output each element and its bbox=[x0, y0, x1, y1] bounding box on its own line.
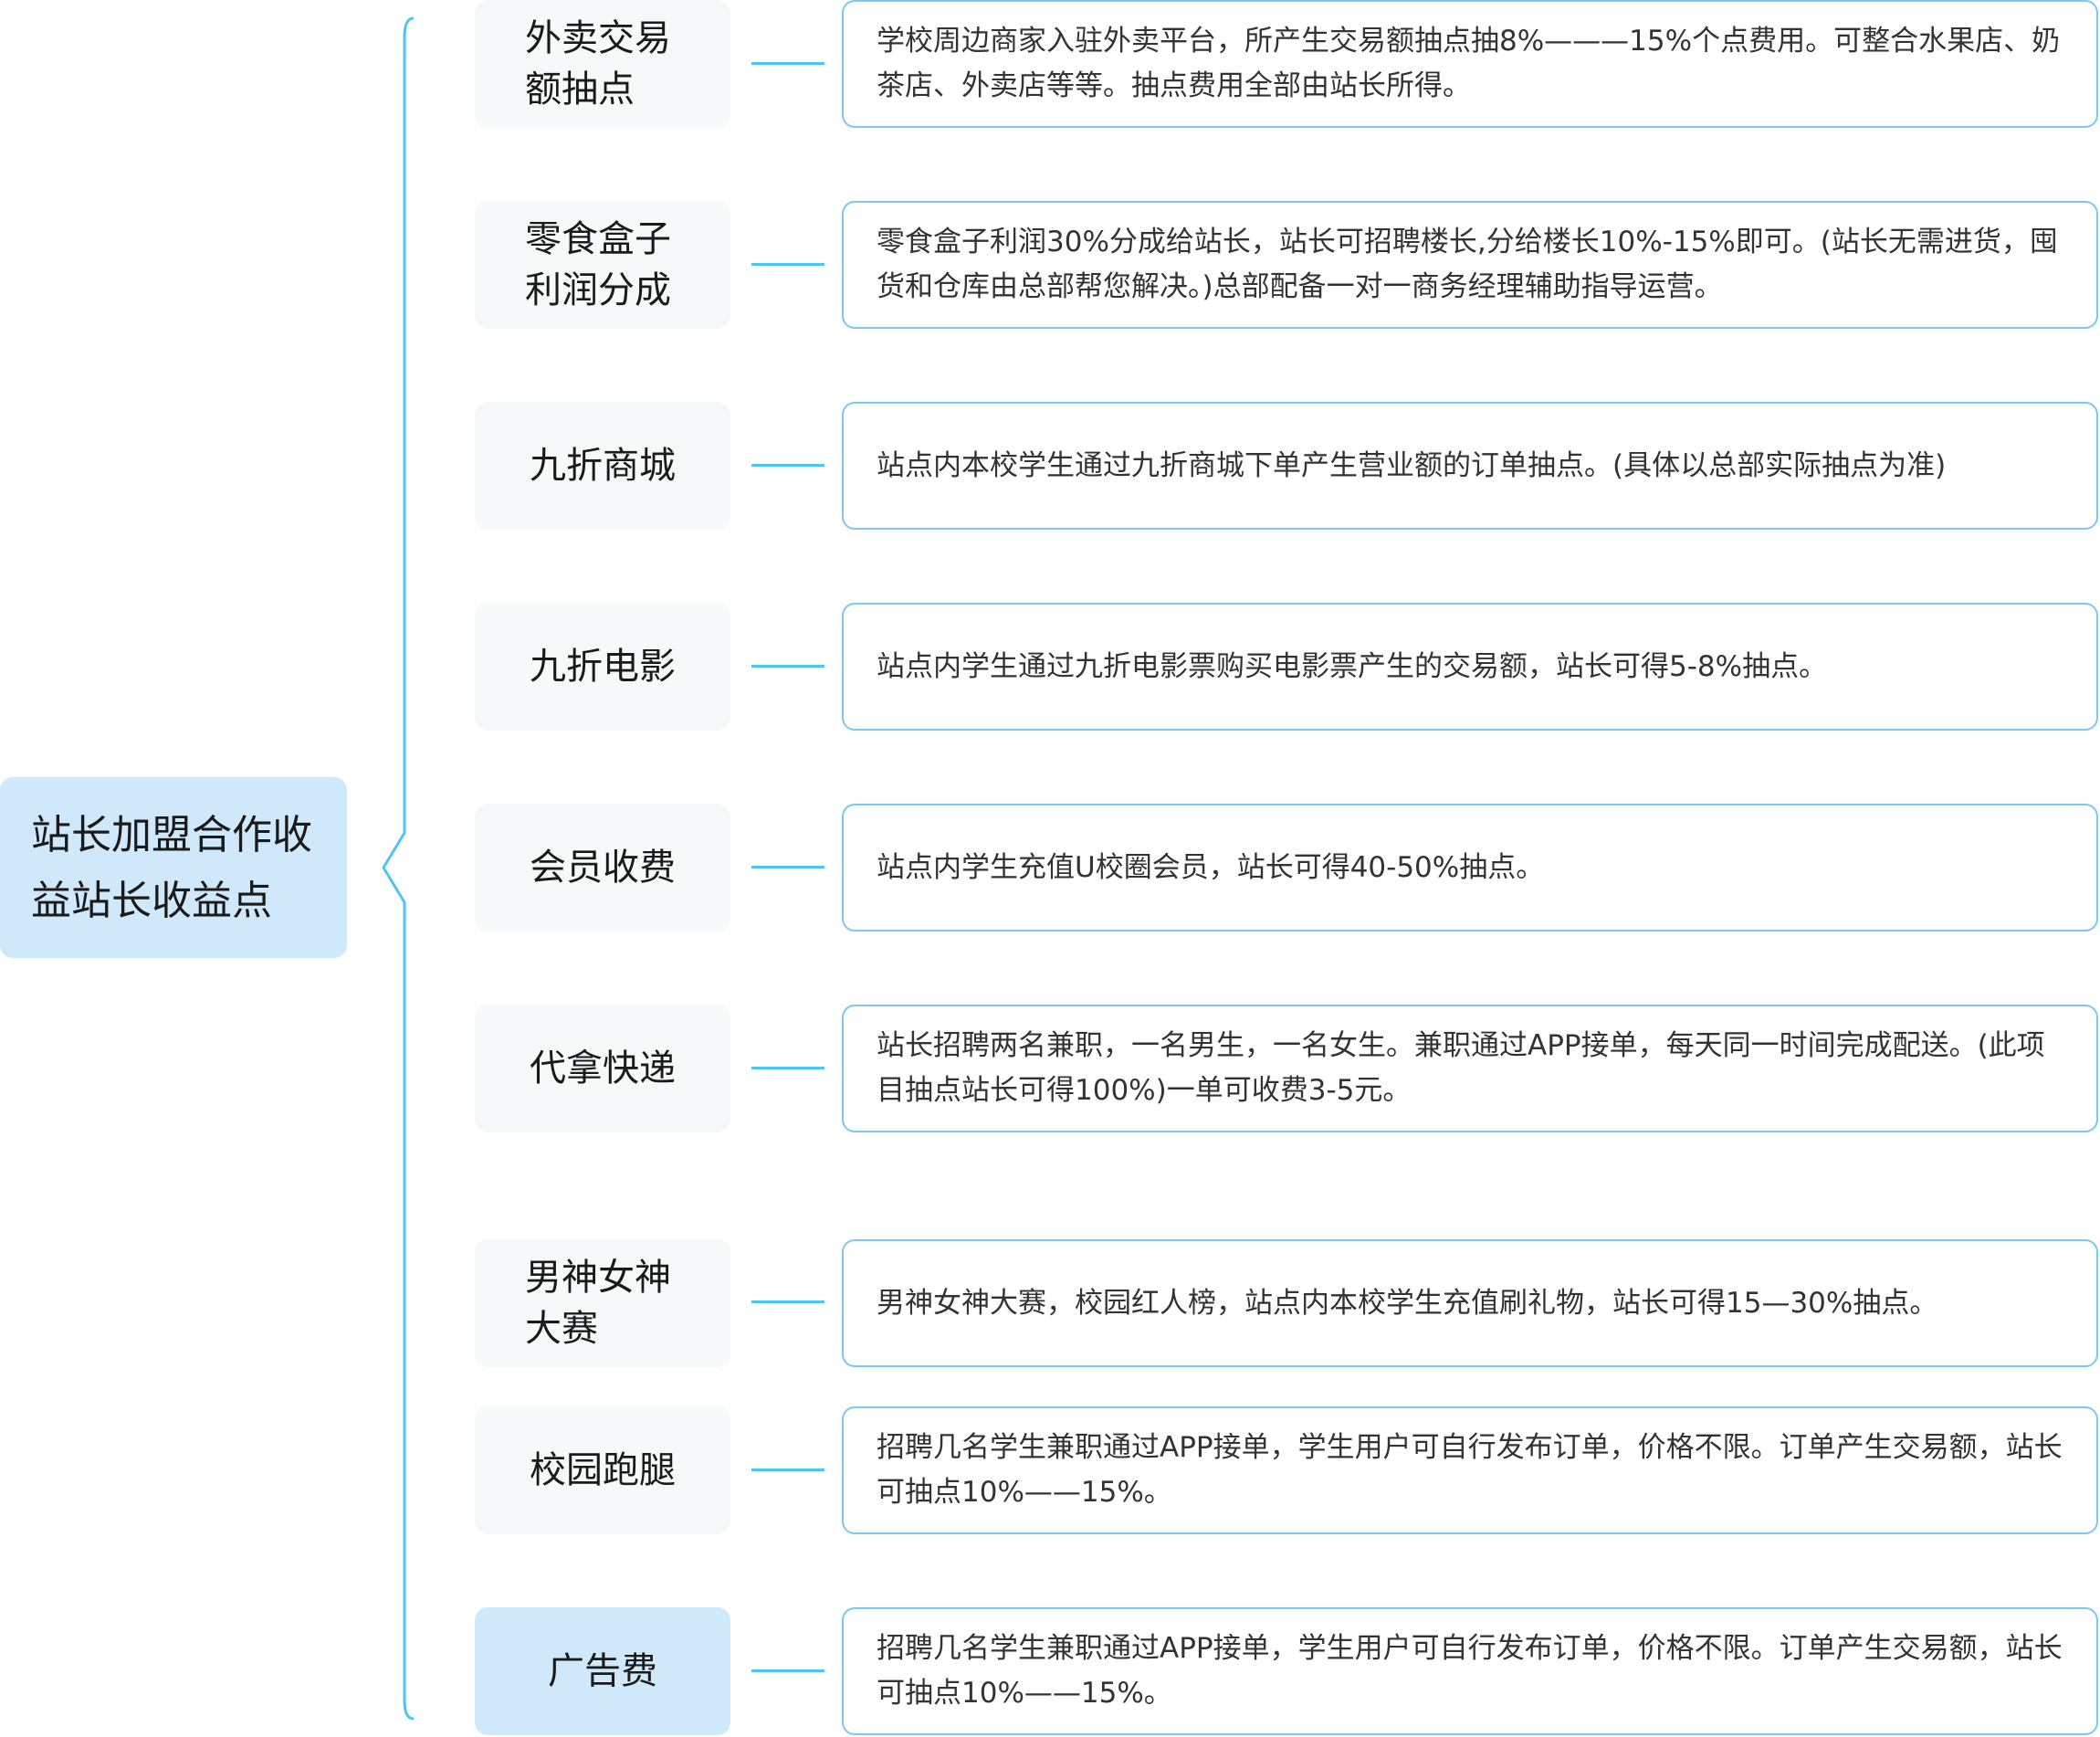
category-node[interactable]: 外卖交易额抽点 bbox=[475, 0, 730, 128]
category-node[interactable]: 会员收费 bbox=[475, 804, 730, 932]
category-node[interactable]: 零食盒子利润分成 bbox=[475, 201, 730, 329]
connector-line bbox=[751, 1067, 824, 1069]
description-text: 站点内学生通过九折电影票购买电影票产生的交易额，站长可得5-8%抽点。 bbox=[877, 649, 1828, 683]
description-text: 站点内学生充值U校圈会员，站长可得40-50%抽点。 bbox=[877, 850, 1545, 884]
connector-line bbox=[751, 665, 824, 668]
description-node[interactable]: 男神女神大赛，校园红人榜，站点内本校学生充值刷礼物，站长可得15—30%抽点。 bbox=[842, 1239, 2098, 1367]
category-node-highlighted[interactable]: 广告费 bbox=[475, 1607, 730, 1735]
category-label: 零食盒子利润分成 bbox=[525, 218, 671, 311]
category-node[interactable]: 男神女神大赛 bbox=[475, 1239, 730, 1367]
category-label: 九折商城 bbox=[530, 445, 676, 487]
description-text: 站点内本校学生通过九折商城下单产生营业额的订单抽点。(具体以总部实际抽点为准) bbox=[877, 448, 1947, 482]
category-label: 代拿快递 bbox=[530, 1047, 676, 1090]
category-node[interactable]: 九折商城 bbox=[475, 402, 730, 530]
description-text: 男神女神大赛，校园红人榜，站点内本校学生充值刷礼物，站长可得15—30%抽点。 bbox=[877, 1286, 1938, 1320]
description-node[interactable]: 站点内本校学生通过九折商城下单产生营业额的订单抽点。(具体以总部实际抽点为准) bbox=[842, 402, 2098, 530]
connector-line bbox=[751, 62, 824, 65]
description-text: 招聘几名学生兼职通过APP接单，学生用户可自行发布订单，价格不限。订单产生交易额… bbox=[877, 1632, 2063, 1710]
description-node[interactable]: 招聘几名学生兼职通过APP接单，学生用户可自行发布订单，价格不限。订单产生交易额… bbox=[842, 1406, 2098, 1534]
description-node[interactable]: 招聘几名学生兼职通过APP接单，学生用户可自行发布订单，价格不限。订单产生交易额… bbox=[842, 1607, 2098, 1735]
root-label-line-1: 站长加盟合作收 bbox=[31, 812, 312, 858]
description-node[interactable]: 学校周边商家入驻外卖平台，所产生交易额抽点抽8%———15%个点费用。可整合水果… bbox=[842, 0, 2098, 128]
description-text: 学校周边商家入驻外卖平台，所产生交易额抽点抽8%———15%个点费用。可整合水果… bbox=[877, 25, 2061, 102]
description-text: 招聘几名学生兼职通过APP接单，学生用户可自行发布订单，价格不限。订单产生交易额… bbox=[877, 1431, 2063, 1509]
category-node[interactable]: 代拿快递 bbox=[475, 1005, 730, 1132]
description-node[interactable]: 零食盒子利润30%分成给站长，站长可招聘楼长,分给楼长10%-15%即可。(站长… bbox=[842, 201, 2098, 329]
description-text: 站长招聘两名兼职，一名男生，一名女生。兼职通过APP接单，每天同一时间完成配送。… bbox=[877, 1029, 2045, 1107]
category-label: 会员收费 bbox=[530, 847, 676, 889]
connector-line bbox=[751, 866, 824, 868]
category-label: 外卖交易额抽点 bbox=[525, 17, 671, 111]
root-label-line-2: 益站长收益点 bbox=[31, 878, 272, 924]
description-node[interactable]: 站点内学生充值U校圈会员，站长可得40-50%抽点。 bbox=[842, 804, 2098, 932]
category-label: 男神女神大赛 bbox=[525, 1257, 671, 1350]
connector-line bbox=[751, 1469, 824, 1471]
connector-line bbox=[751, 263, 824, 266]
connector-line bbox=[751, 1669, 824, 1672]
category-label: 广告费 bbox=[548, 1650, 657, 1692]
connector-line bbox=[751, 1300, 824, 1303]
connector-line bbox=[751, 464, 824, 467]
description-node[interactable]: 站点内学生通过九折电影票购买电影票产生的交易额，站长可得5-8%抽点。 bbox=[842, 603, 2098, 731]
category-node[interactable]: 九折电影 bbox=[475, 603, 730, 731]
description-node[interactable]: 站长招聘两名兼职，一名男生，一名女生。兼职通过APP接单，每天同一时间完成配送。… bbox=[842, 1005, 2098, 1132]
category-label: 校园跑腿 bbox=[530, 1449, 676, 1491]
category-node[interactable]: 校园跑腿 bbox=[475, 1406, 730, 1534]
description-text: 零食盒子利润30%分成给站长，站长可招聘楼长,分给楼长10%-15%即可。(站长… bbox=[877, 226, 2058, 303]
root-node[interactable]: 站长加盟合作收 益站长收益点 bbox=[0, 777, 347, 958]
category-label: 九折电影 bbox=[530, 646, 676, 688]
